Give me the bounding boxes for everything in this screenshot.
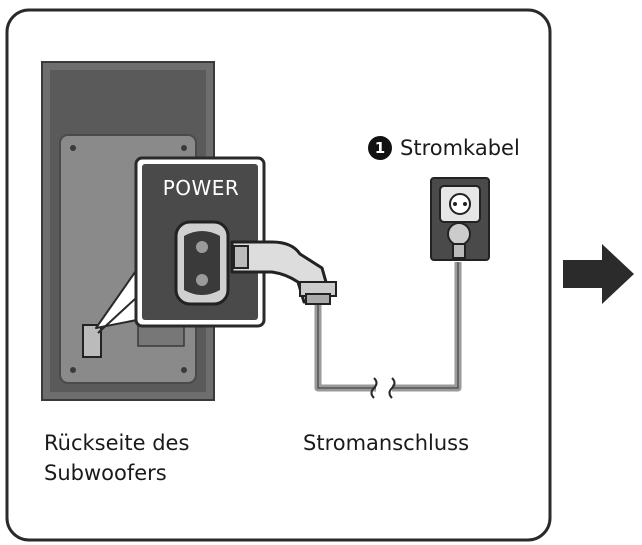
power-port-label: POWER bbox=[162, 176, 240, 200]
subwoofer-back-label-line2: Subwoofers bbox=[44, 461, 167, 486]
power-connection-label: Stromanschluss bbox=[303, 431, 470, 455]
right-arrow-icon bbox=[563, 244, 634, 304]
cable-break-mark bbox=[370, 377, 378, 399]
wall-outlet-icon bbox=[430, 177, 490, 261]
subwoofer-power-socket bbox=[82, 324, 102, 358]
subwoofer-back-label-line1: Rückseite des bbox=[44, 431, 190, 455]
step-number-badge: 1 bbox=[368, 136, 392, 161]
power-cable-callout: 1 Stromkabel bbox=[368, 133, 520, 163]
subwoofer-back-label: Rückseite des Subwoofers bbox=[44, 428, 254, 489]
power-cable-label: Stromkabel bbox=[400, 136, 520, 160]
power-plug-icon bbox=[230, 240, 337, 305]
power-port-panel bbox=[134, 156, 266, 328]
